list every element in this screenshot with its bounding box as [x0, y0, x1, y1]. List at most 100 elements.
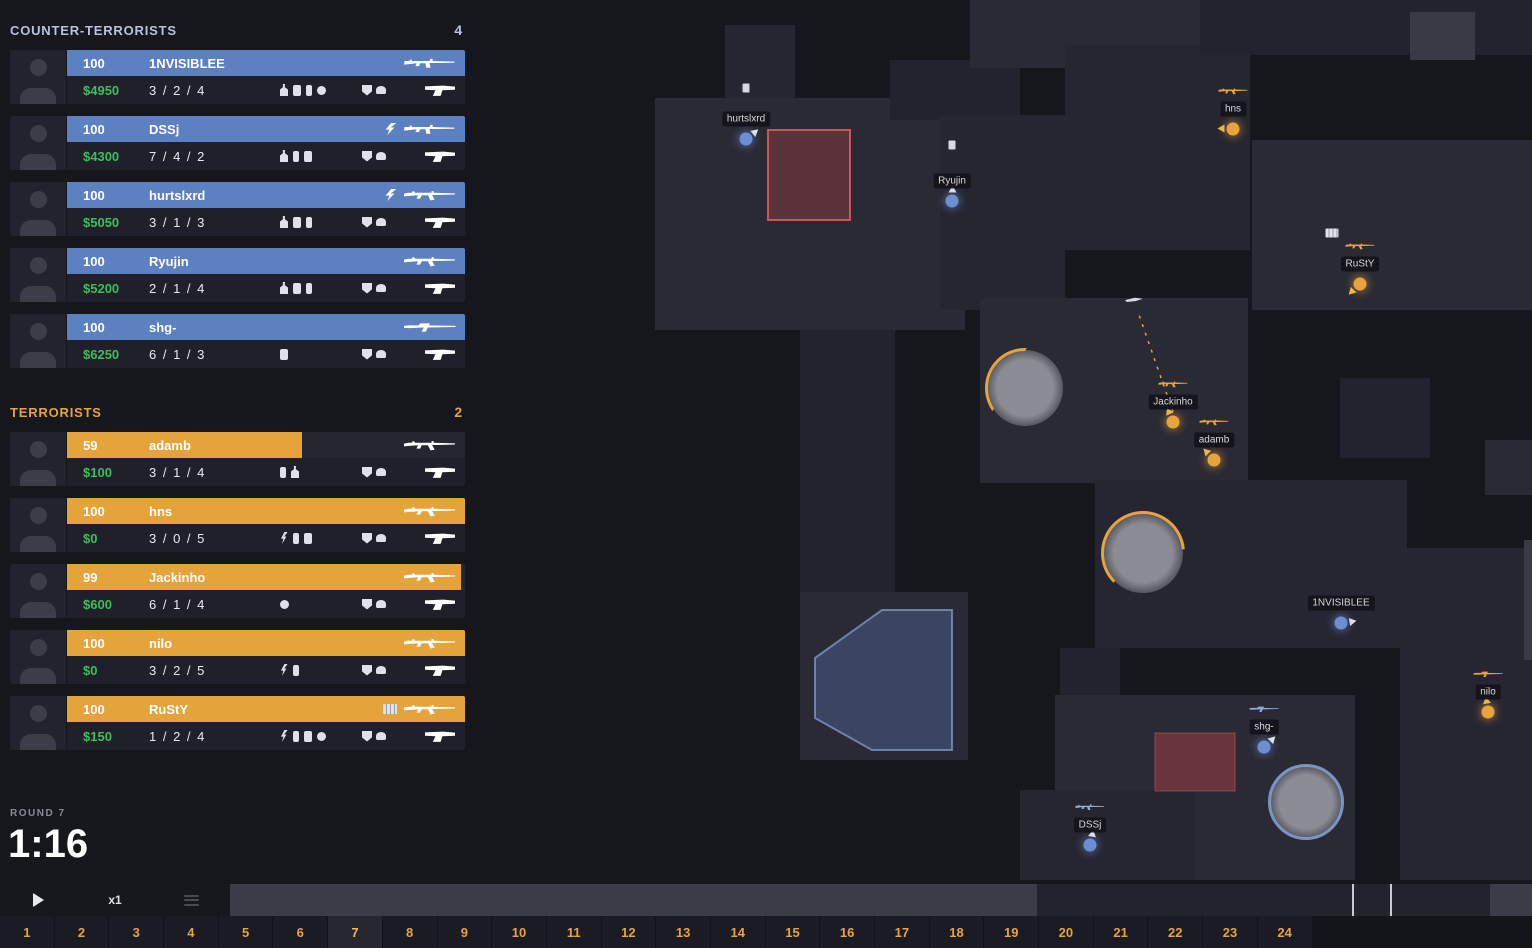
health-bar-row: 100 nilo [67, 630, 465, 656]
player-row[interactable]: 100 RuStY $150 1 / 2 / 4 [10, 696, 465, 750]
round-cell[interactable]: 16 [820, 916, 875, 948]
player-dot [1166, 415, 1180, 429]
round-cell[interactable]: 13 [656, 916, 711, 948]
round-cell[interactable]: 1 [0, 916, 55, 948]
round-cell[interactable]: 6 [273, 916, 329, 948]
dropped-item-icon [1125, 297, 1143, 302]
map-player-marker[interactable]: hns [1218, 88, 1248, 136]
player-name: hns [149, 503, 173, 519]
round-cell[interactable]: 8 [382, 916, 438, 948]
play-button[interactable] [0, 884, 77, 916]
primary-weapon-group [384, 122, 465, 136]
smoke-cloud [1103, 513, 1183, 593]
player-row[interactable]: 100 hurtslxrd $5050 3 / 1 / 3 [10, 182, 465, 236]
map-player-marker[interactable]: adamb [1193, 419, 1235, 467]
round-cell[interactable]: 4 [164, 916, 219, 948]
round-cell[interactable]: 18 [929, 916, 985, 948]
armor-icon [376, 600, 386, 608]
utility-list [280, 664, 362, 676]
utility-icon [280, 216, 288, 228]
health-bar-content: 99 Jackinho [67, 564, 465, 590]
dropped-item-icon [1325, 228, 1339, 238]
player-row[interactable]: 100 shg- $6250 6 / 1 / 3 [10, 314, 465, 368]
player-money: $5050 [83, 214, 120, 230]
player-row-main: 99 Jackinho $600 6 / 1 / 4 [67, 564, 465, 618]
player-kda: 3 / 2 / 4 [149, 82, 206, 98]
utility-icon [280, 84, 288, 96]
utility-icon [293, 216, 301, 228]
map-player-marker[interactable]: Ryujin [933, 173, 971, 208]
player-dot [945, 194, 959, 208]
map-weapon-icon [1218, 88, 1248, 95]
round-cell[interactable]: 9 [437, 916, 493, 948]
player-name: nilo [149, 635, 173, 651]
minimap[interactable]: hurtslxrd Ryujin hns RuStY Jackinho [640, 0, 1532, 880]
round-cell[interactable]: 21 [1093, 916, 1149, 948]
round-cell[interactable]: 20 [1039, 916, 1094, 948]
utility-icon [293, 282, 301, 294]
round-cell[interactable]: 15 [765, 916, 821, 948]
health-value: 100 [83, 187, 105, 203]
round-cell[interactable]: 22 [1148, 916, 1204, 948]
round-cell[interactable]: 12 [601, 916, 657, 948]
secondary-weapon-group [425, 664, 465, 677]
map-player-marker[interactable]: Jackinho [1148, 381, 1198, 429]
map-player-label: Ryujin [933, 173, 971, 189]
health-bar [67, 50, 465, 76]
map-player-marker[interactable]: nilo [1473, 671, 1503, 719]
player-row[interactable]: 100 nilo $0 3 / 2 / 5 [10, 630, 465, 684]
secondary-weapon-group [425, 598, 465, 611]
armor-list [362, 282, 386, 294]
health-bar [67, 432, 302, 458]
armor-icon [362, 664, 372, 676]
smoke-cloud [987, 350, 1063, 426]
health-bar [67, 314, 465, 340]
player-money: $600 [83, 596, 112, 612]
player-row[interactable]: 100 1NVISIBLEE $4950 3 / 2 / 4 [10, 50, 465, 104]
view-direction-icon [946, 185, 959, 208]
map-player-marker[interactable]: DSSj [1073, 804, 1107, 852]
round-cell[interactable]: 5 [218, 916, 274, 948]
round-cell[interactable]: 7 [328, 916, 383, 948]
armor-icon [362, 84, 372, 96]
armor-icon [362, 532, 372, 544]
round-cell[interactable]: 3 [109, 916, 165, 948]
armor-list [362, 532, 386, 544]
playback-speed-button[interactable]: x1 [77, 884, 154, 916]
player-row[interactable]: 99 Jackinho $600 6 / 1 / 4 [10, 564, 465, 618]
round-cell[interactable]: 17 [875, 916, 930, 948]
player-row[interactable]: 100 Ryujin $5200 2 / 1 / 4 [10, 248, 465, 302]
map-player-marker[interactable]: shg- [1249, 706, 1279, 754]
health-bar-row: 59 adamb [67, 432, 465, 458]
player-dot [1207, 453, 1221, 467]
round-cell[interactable]: 10 [492, 916, 547, 948]
map-player-marker[interactable]: RuStY [1340, 243, 1380, 291]
primary-weapon-icon [404, 507, 455, 517]
player-dot [1334, 616, 1348, 630]
round-cell[interactable]: 24 [1257, 916, 1313, 948]
round-cell[interactable]: 23 [1203, 916, 1258, 948]
map-player-marker[interactable]: 1NVISIBLEE [1307, 595, 1375, 630]
player-row[interactable]: 59 adamb $100 3 / 1 / 4 [10, 432, 465, 486]
round-cell[interactable]: 11 [546, 916, 602, 948]
timeline-progress[interactable] [230, 884, 1532, 916]
round-cell[interactable]: 19 [984, 916, 1040, 948]
round-cell[interactable]: 14 [710, 916, 766, 948]
armor-icon [376, 666, 386, 674]
health-value: 100 [83, 319, 105, 335]
map-player-marker[interactable]: hurtslxrd [721, 111, 771, 146]
player-name: RuStY [149, 701, 188, 717]
player-avatar [10, 182, 66, 236]
armor-list [362, 466, 386, 478]
player-money: $5200 [83, 280, 120, 296]
utility-list [280, 150, 362, 162]
player-row[interactable]: 100 hns $0 3 / 0 / 5 [10, 498, 465, 552]
round-filter-button[interactable] [153, 884, 230, 916]
secondary-weapon-group [425, 282, 465, 295]
round-cell[interactable]: 2 [54, 916, 110, 948]
armor-icon [376, 468, 386, 476]
team-header: TERRORISTS 2 [10, 404, 463, 420]
health-bar-row: 99 Jackinho [67, 564, 465, 590]
health-bar [67, 182, 465, 208]
player-row[interactable]: 100 DSSj $4300 7 / 4 / 2 [10, 116, 465, 170]
